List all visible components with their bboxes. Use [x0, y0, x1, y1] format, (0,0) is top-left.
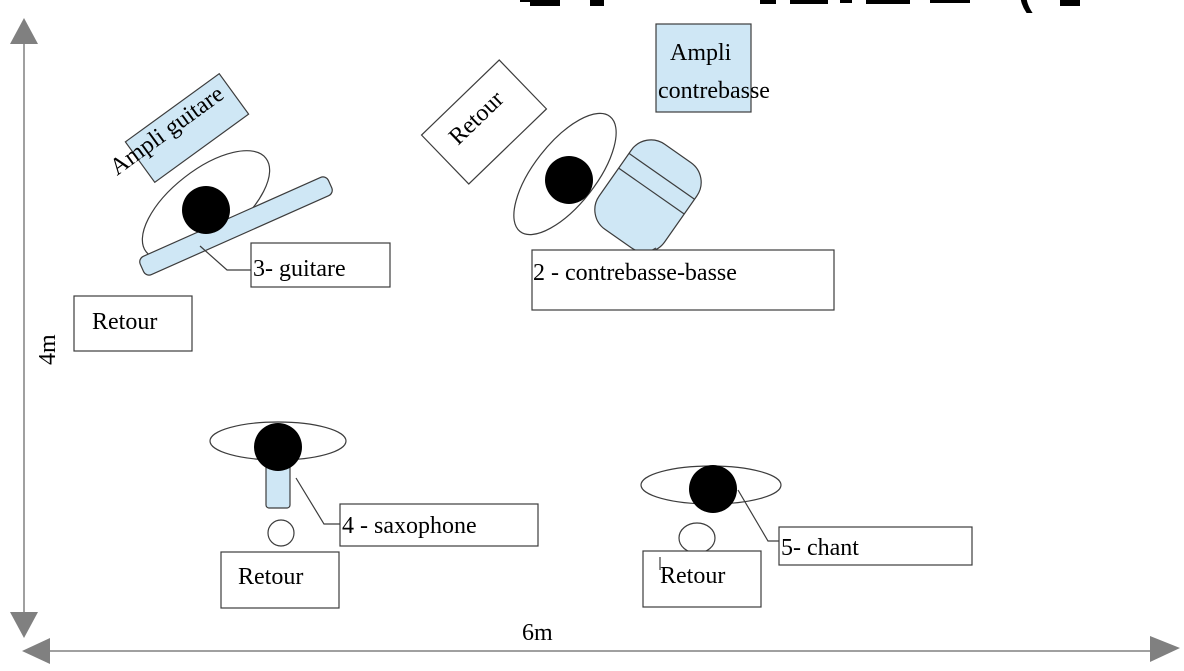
bass-amp — [655, 23, 752, 113]
monitor-chant-label: Retour — [660, 563, 725, 589]
bassist-head — [545, 156, 593, 204]
sax-leader-line — [295, 477, 345, 525]
bass-amp-label-line1: Ampli — [670, 40, 732, 66]
monitor-guitar-side-label: Retour — [92, 309, 157, 335]
monitor-guitar-side — [73, 295, 193, 352]
title-cropped-glyphs — [520, 0, 1080, 6]
sax-label: 4 - saxophone — [342, 513, 477, 539]
monitor-chant — [642, 550, 762, 608]
singer-head — [689, 465, 737, 513]
width-label: 6m — [522, 620, 553, 646]
arrow-up-icon — [10, 18, 38, 44]
sax-mic-stand — [267, 519, 295, 547]
title-fragment: ( — [1018, 0, 1033, 14]
height-axis — [10, 18, 38, 638]
bass-label-box — [531, 249, 835, 311]
monitor-sax — [220, 551, 340, 609]
sax-label-box — [339, 503, 539, 547]
vocal-leader-line — [737, 489, 781, 542]
monitor-sax-label: Retour — [238, 564, 303, 590]
guitar-label: 3- guitare — [253, 256, 346, 282]
arrow-right-icon — [1150, 636, 1180, 662]
height-label: 4m — [35, 334, 61, 365]
guitar-amp — [124, 72, 250, 184]
bassist-body — [513, 112, 617, 236]
width-axis — [22, 636, 1180, 664]
vocal-label-box — [778, 526, 973, 566]
vocal-label: 5- chant — [781, 535, 859, 561]
arrow-down-icon — [10, 612, 38, 638]
guitar-icon — [139, 176, 333, 276]
monitor-bass-side — [420, 59, 548, 185]
saxophonist-head — [254, 423, 302, 471]
arrow-left-icon — [22, 638, 50, 664]
bass-label: 2 - contrebasse-basse — [533, 260, 737, 286]
guitar-label-box — [250, 242, 391, 288]
guitarist-head — [182, 186, 230, 234]
bass-amp-label-line2: contrebasse — [658, 78, 770, 104]
double-bass-icon — [594, 139, 702, 253]
guitar-leader-line — [199, 245, 252, 271]
vocal-mic-stand — [678, 522, 716, 554]
